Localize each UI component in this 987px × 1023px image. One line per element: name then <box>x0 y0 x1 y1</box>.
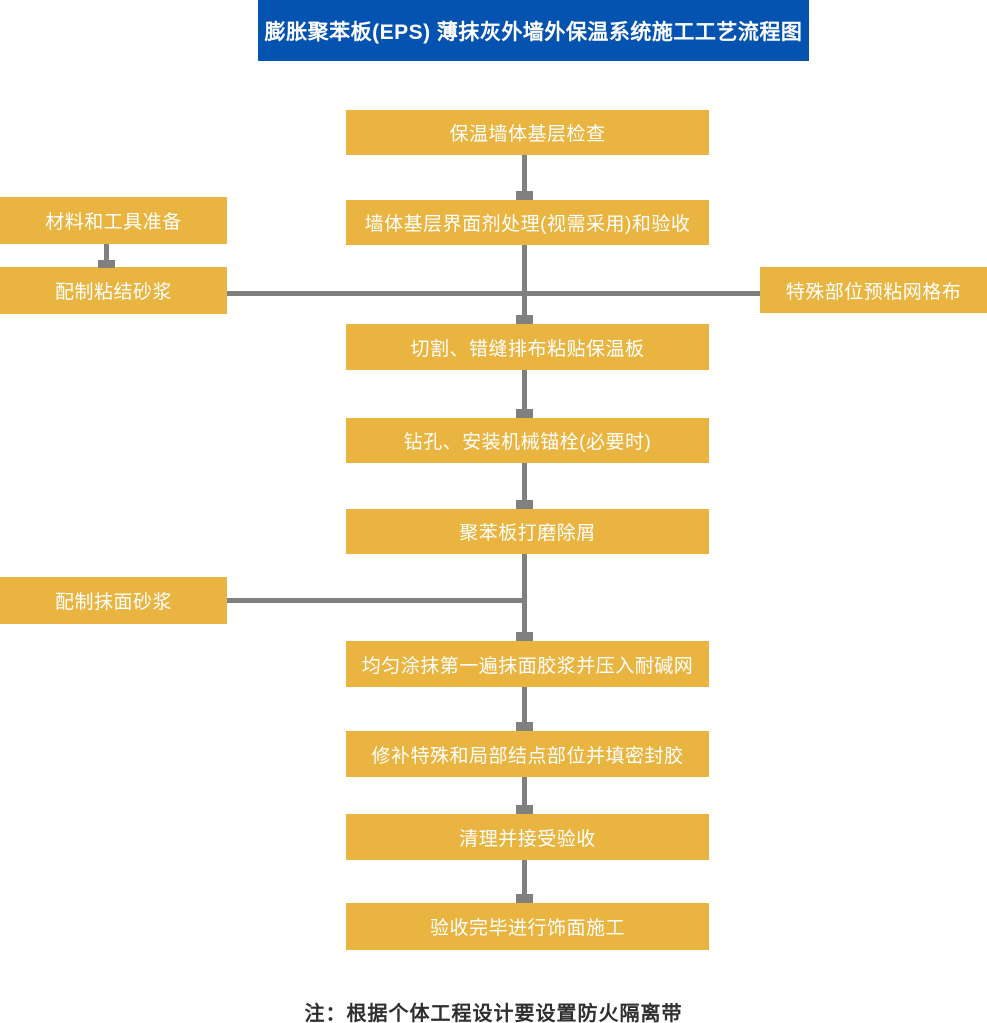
connector-arrow-step1-step2 <box>516 155 533 200</box>
connector-arrow-step6-step7 <box>516 687 533 731</box>
connector-arrow-step4-step5 <box>516 463 533 509</box>
side-box-prebond-mesh-special-parts: 特殊部位预粘网格布 <box>760 267 987 313</box>
side-box-material-tool-prep: 材料和工具准备 <box>0 197 227 244</box>
step-box-interface-agent-treatment: 墙体基层界面剂处理(视需采用)和验收 <box>346 200 709 245</box>
step-box-finish-construction: 验收完毕进行饰面施工 <box>346 903 709 950</box>
connector-line-rendering-mortar-to-main <box>227 598 524 603</box>
step-box-repair-seal-joints: 修补特殊和局部结点部位并填密封胶 <box>346 731 709 777</box>
connector-line-bonding-mortar-to-mesh <box>227 291 760 296</box>
step-box-drill-install-anchors: 钻孔、安装机械锚栓(必要时) <box>346 418 709 463</box>
connector-arrow-step7-step8 <box>516 777 533 814</box>
connector-arrow-step3-step4 <box>516 370 533 418</box>
connector-arrow-material-to-bonding-mortar <box>98 244 115 268</box>
step-box-substrate-inspection: 保温墙体基层检查 <box>346 110 709 155</box>
connector-arrow-step2-step3 <box>516 245 533 324</box>
connector-arrow-step8-step9 <box>516 860 533 903</box>
side-box-mix-bonding-mortar: 配制粘结砂浆 <box>0 267 227 314</box>
flowchart-title: 膨胀聚苯板(EPS) 薄抹灰外墙外保温系统施工工艺流程图 <box>258 0 809 61</box>
step-box-sand-eps-board: 聚苯板打磨除屑 <box>346 509 709 554</box>
step-box-clean-and-acceptance: 清理并接受验收 <box>346 814 709 860</box>
footnote-firebreak-note: 注：根据个体工程设计要设置防火隔离带 <box>304 1003 683 1023</box>
step-box-cut-and-bond-boards: 切割、错缝排布粘贴保温板 <box>346 324 709 370</box>
connector-arrow-step5-step6 <box>516 554 533 641</box>
step-box-first-coat-mesh: 均匀涂抹第一遍抹面胶浆并压入耐碱网 <box>346 641 709 687</box>
side-box-mix-rendering-mortar: 配制抹面砂浆 <box>0 577 227 624</box>
